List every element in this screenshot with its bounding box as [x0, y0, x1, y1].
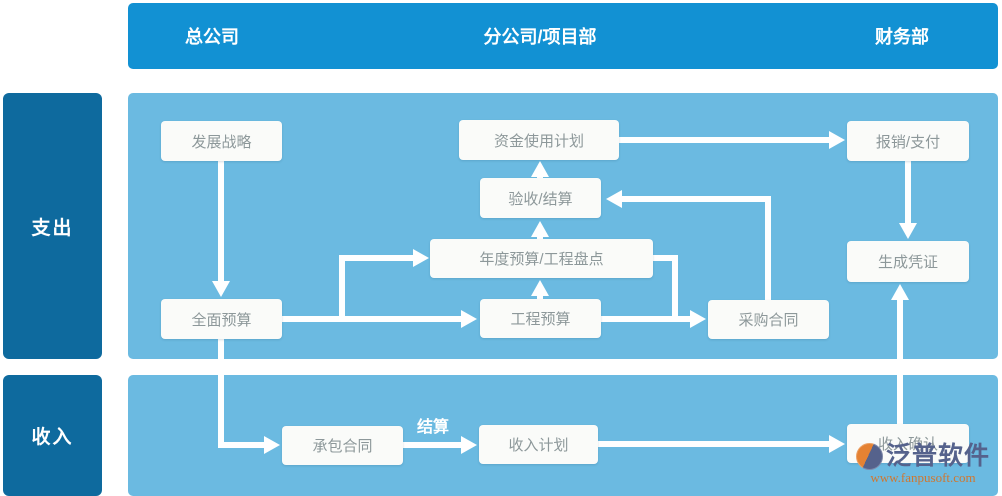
- node-development-strategy: 发展战略: [161, 121, 282, 161]
- column-header-bar: 总公司 分公司/项目部 财务部: [128, 3, 998, 69]
- line-strategy-to-overall-budget: [218, 161, 224, 283]
- node-reimburse-pay: 报销/支付: [847, 121, 969, 161]
- node-engineering-budget: 工程预算: [480, 299, 601, 338]
- line-annual-budget-down-merge: [672, 255, 678, 322]
- line-engineering-to-annual-budget: [537, 294, 543, 299]
- line-branch-right-to-annual-budget: [339, 255, 415, 261]
- watermark-url: www.fanpusoft.com: [870, 470, 976, 485]
- node-procurement-contract: 采购合同: [708, 300, 829, 339]
- arrowhead-into-voucher-top: [899, 223, 917, 239]
- line-overall-to-engineering-budget: [282, 316, 463, 322]
- row-label-expense: 支出: [3, 93, 102, 359]
- arrowhead-into-contracting-contract: [264, 436, 280, 454]
- arrowhead-into-fund-plan: [531, 161, 549, 177]
- line-overall-budget-down: [218, 339, 224, 448]
- arrowhead-into-annual-budget-left: [413, 249, 429, 267]
- arrowhead-into-acceptance-right: [606, 190, 622, 208]
- column-branch-project: 分公司/项目部: [483, 27, 597, 47]
- edge-label-settlement: 结算: [416, 419, 449, 436]
- arrowhead-into-voucher-bottom: [891, 284, 909, 300]
- arrowhead-into-income-confirm: [829, 435, 845, 453]
- arrowhead-into-engineering-budget: [461, 310, 477, 328]
- line-procurement-up: [765, 196, 771, 300]
- node-annual-budget-inventory: 年度预算/工程盘点: [430, 239, 653, 278]
- column-finance-dept: 财务部: [875, 27, 929, 47]
- watermark: 泛普软件 www.fanpusoft.com: [843, 443, 1002, 484]
- line-income-confirm-to-voucher: [897, 298, 903, 424]
- line-procurement-to-acceptance: [620, 196, 768, 202]
- node-contracting-contract: 承包合同: [282, 426, 403, 465]
- arrowhead-into-overall-budget: [212, 281, 230, 297]
- arrowhead-into-acceptance-bottom: [531, 221, 549, 237]
- line-branch-up-to-annual-budget: [339, 258, 345, 322]
- watermark-brand: 泛普软件: [885, 442, 990, 470]
- node-acceptance-settlement: 验收/结算: [480, 178, 601, 218]
- watermark-row: 泛普软件: [843, 443, 1002, 470]
- arrowhead-into-income-plan: [461, 436, 477, 454]
- line-income-plan-to-confirm: [598, 441, 831, 447]
- line-annual-budget-right: [653, 255, 678, 261]
- node-income-plan: 收入计划: [479, 425, 598, 464]
- node-overall-budget: 全面预算: [161, 299, 282, 339]
- line-reimburse-to-voucher: [905, 161, 911, 225]
- line-contract-to-income-plan: [403, 442, 463, 448]
- line-fund-plan-to-reimburse: [619, 137, 831, 143]
- node-generate-voucher: 生成凭证: [847, 241, 969, 282]
- line-to-contracting-contract: [218, 442, 266, 448]
- column-head-office: 总公司: [185, 27, 239, 47]
- arrowhead-into-procurement: [690, 310, 706, 328]
- line-engineering-to-procurement: [601, 316, 692, 322]
- row-label-income: 收入: [3, 375, 102, 496]
- arrowhead-into-annual-budget-bottom: [531, 280, 549, 296]
- arrowhead-into-reimburse: [829, 131, 845, 149]
- node-fund-use-plan: 资金使用计划: [459, 120, 619, 160]
- fanpu-logo-icon: [855, 443, 883, 470]
